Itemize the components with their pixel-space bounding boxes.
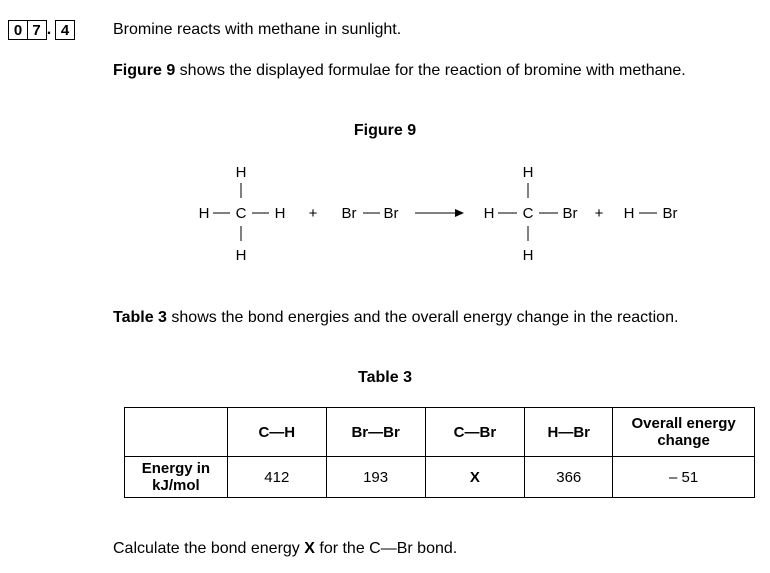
value-c-h: 412: [226, 456, 327, 498]
reaction-arrow-icon: [455, 209, 464, 217]
calculation-prompt: Calculate the bond energy X for the C—Br…: [113, 540, 458, 557]
question-digit-2: 7: [26, 20, 47, 40]
bromine-br-right: Br: [384, 205, 399, 222]
table-intro-bold: Table 3: [113, 309, 167, 326]
methane-c: C: [236, 205, 247, 222]
methane-h-right: H: [275, 205, 286, 222]
header-h-br: H—Br: [524, 407, 614, 457]
methane-h-bottom: H: [236, 247, 247, 264]
figure-title: Figure 9: [353, 122, 417, 139]
bromomethane-h-bottom: H: [523, 247, 534, 264]
hbr-h: H: [624, 205, 635, 222]
header-c-br: C—Br: [424, 407, 526, 457]
figure-intro: Figure 9 shows the displayed formulae fo…: [113, 62, 686, 80]
bromine-br-left: Br: [342, 205, 357, 222]
table-title: Table 3: [358, 369, 412, 386]
question-digit-3: 4: [55, 20, 75, 40]
bromomethane-c: C: [523, 205, 534, 222]
bromomethane-h-left: H: [484, 205, 495, 222]
plus-sign-1: +: [309, 205, 318, 222]
plus-sign-2: +: [595, 205, 604, 222]
question-text: Bromine reacts with methane in sunlight.: [113, 21, 402, 38]
question-number-separator: .: [46, 21, 52, 38]
value-c-br: X: [424, 456, 526, 498]
table-intro-text: shows the bond energies and the overall …: [166, 309, 679, 326]
value-h-br: 366: [524, 456, 614, 498]
bromomethane-h-top: H: [523, 164, 534, 181]
bromomethane-br: Br: [563, 205, 578, 222]
table-intro: Table 3 shows the bond energies and the …: [113, 309, 678, 327]
methane-h-left: H: [199, 205, 210, 222]
header-br-br: Br—Br: [325, 407, 426, 457]
header-c-h: C—H: [226, 407, 327, 457]
reaction-scheme: H H C H H + Br Br H H C Br H + H Br: [199, 164, 678, 264]
methane-h-top: H: [236, 164, 247, 181]
value-overall-change: – 51: [612, 456, 755, 498]
value-br-br: 193: [325, 456, 426, 498]
figure-intro-bold: Figure 9: [113, 62, 176, 79]
question-number: 0 7 . 4: [8, 20, 75, 40]
table-corner-cell: [124, 407, 228, 457]
figure-intro-text: shows the displayed formulae for the rea…: [175, 62, 686, 79]
question-digit-1: 0: [8, 20, 28, 40]
hbr-br: Br: [663, 205, 678, 222]
